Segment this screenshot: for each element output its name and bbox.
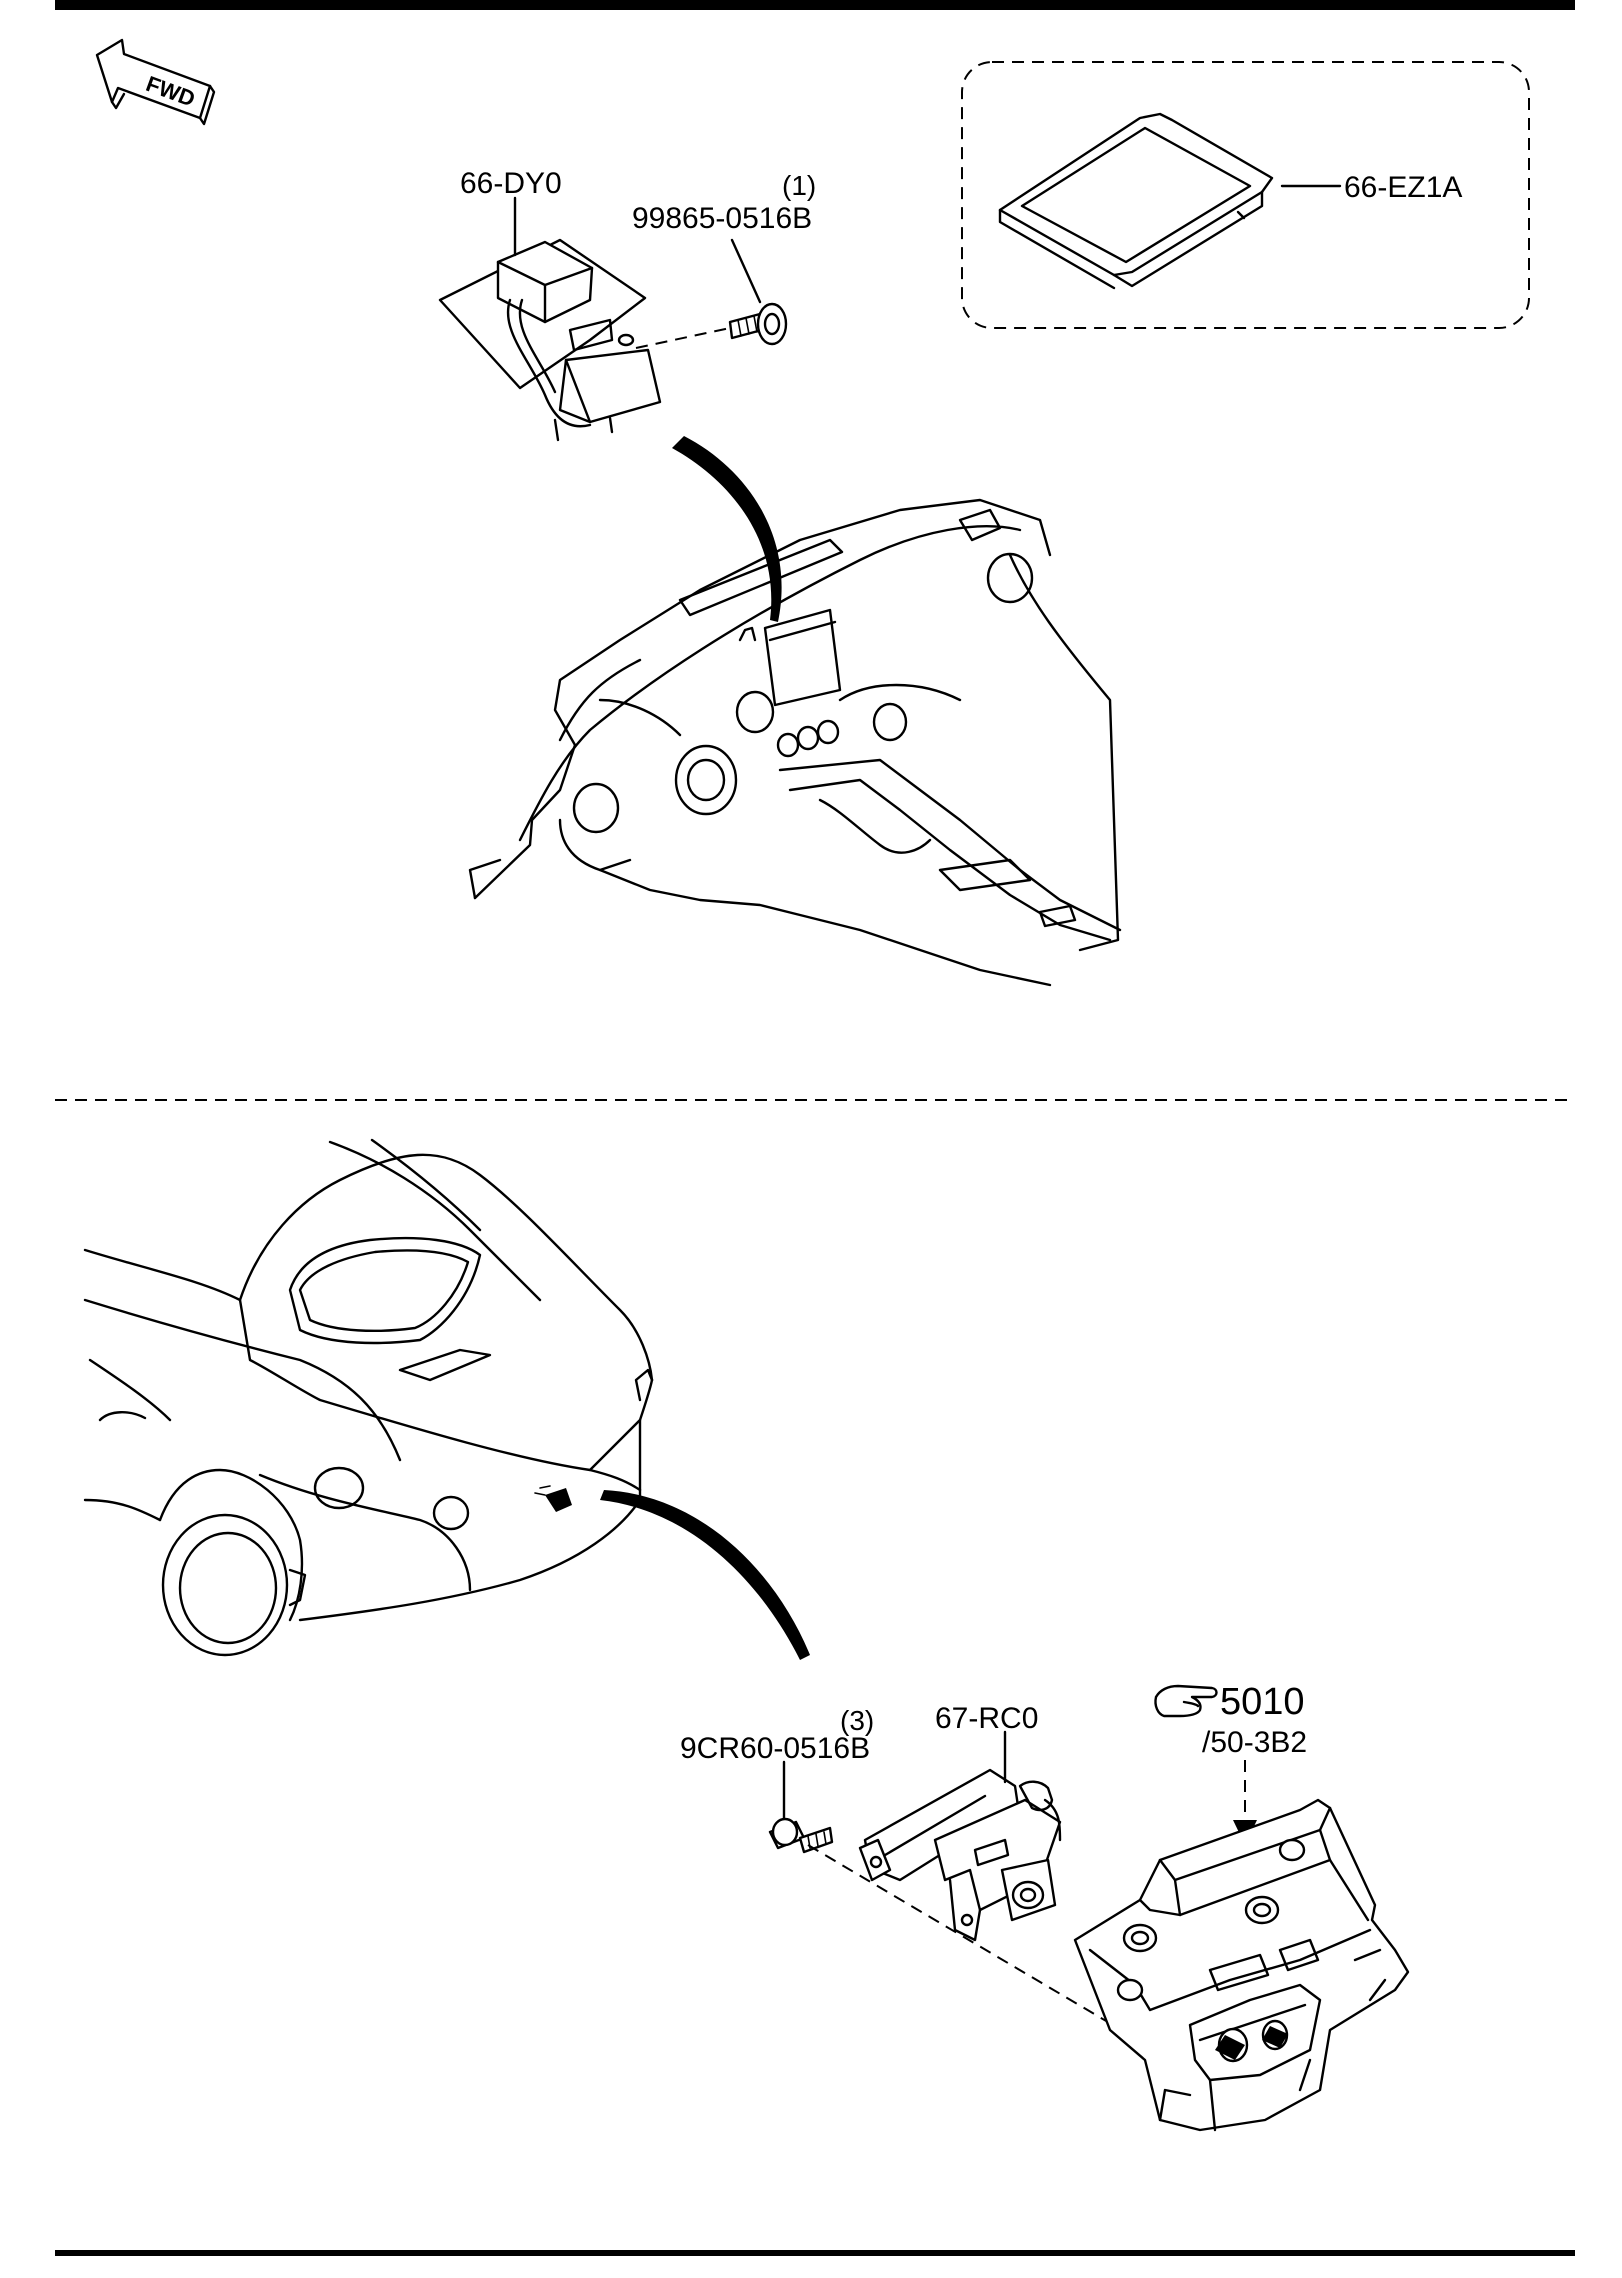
sd-card-66-ez1a — [998, 112, 1274, 290]
label-67-rc0: 67-RC0 — [935, 1702, 1038, 1735]
dashboard-illustration — [468, 498, 1122, 987]
car-rear-illustration — [83, 1138, 654, 1657]
camera-bracket-5010 — [1073, 1798, 1410, 2132]
label-screw-top-part: 99865-0516B — [632, 202, 812, 235]
sd-card-dashed-box — [961, 61, 1530, 329]
label-66-ez1a: 66-EZ1A — [1344, 171, 1462, 204]
fwd-arrow-icon: FWD — [95, 38, 216, 126]
label-screw-bottom-part: 9CR60-0516B — [680, 1732, 870, 1765]
location-arrow-top — [672, 436, 782, 622]
top-border-bar — [55, 0, 1575, 10]
label-ref-50-3b2: /50-3B2 — [1202, 1726, 1307, 1759]
label-screw-bottom-qty: (3) — [840, 1705, 874, 1736]
location-arrow-bottom — [600, 1490, 810, 1660]
screw-bottom — [768, 1817, 834, 1854]
label-66-dy0: 66-DY0 — [460, 167, 562, 200]
leader-screw-top — [730, 238, 762, 304]
screw-top — [635, 302, 788, 349]
control-module-66-dy0 — [438, 238, 662, 442]
bottom-border-bar — [55, 2250, 1575, 2256]
rear-camera-67-rc0 — [858, 1768, 1062, 1942]
label-screw-top-qty: (1) — [782, 170, 816, 201]
pointing-hand-icon — [1154, 1684, 1218, 1718]
label-ref-5010: 5010 — [1220, 1681, 1305, 1723]
